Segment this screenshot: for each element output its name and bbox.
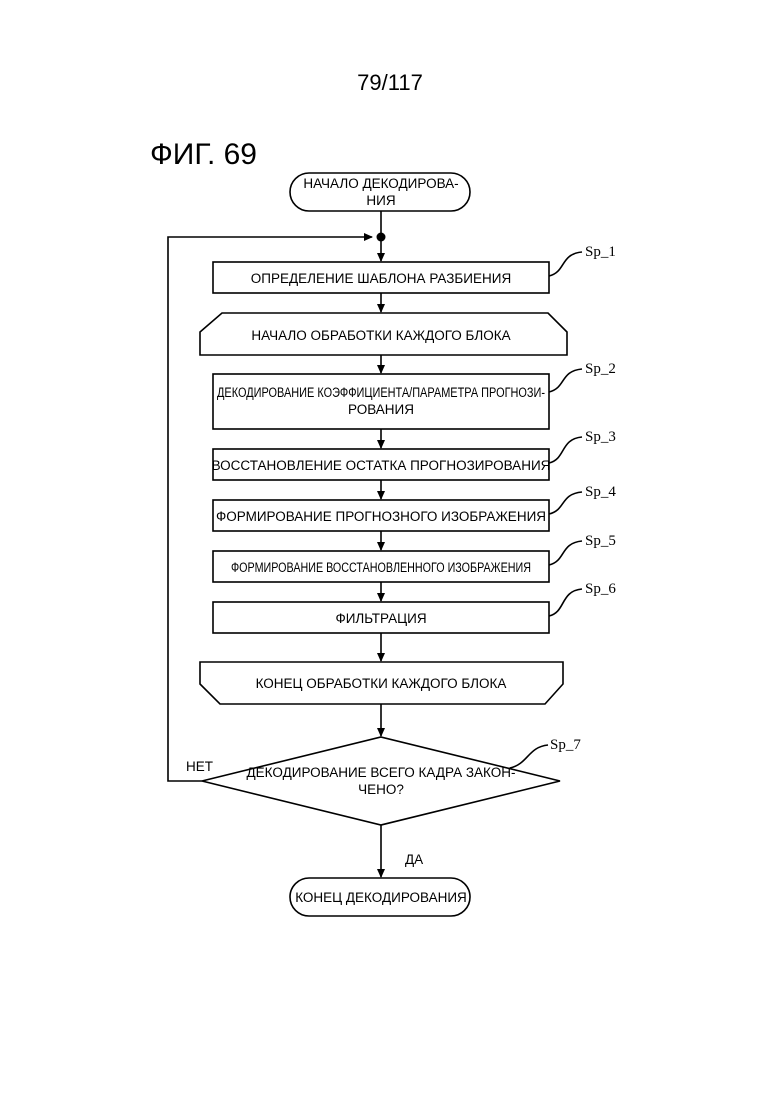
sp2-label-line1: ДЕКОДИРОВАНИЕ КОЭФФИЦИЕНТА/ПАРАМЕТРА ПРО…: [217, 385, 545, 400]
ref-sp2: Sp_2: [585, 361, 616, 377]
sp7-label-line1: ДЕКОДИРОВАНИЕ ВСЕГО КАДРА ЗАКОН-: [247, 765, 516, 780]
decision-diamond: [202, 737, 560, 825]
ref-leader-sp7: [510, 745, 548, 768]
ref-sp7: Sp_7: [550, 737, 581, 753]
sp5-label: ФОРМИРОВАНИЕ ВОССТАНОВЛЕННОГО ИЗОБРАЖЕНИ…: [231, 560, 531, 575]
loop-start-label: НАЧАЛО ОБРАБОТКИ КАЖДОГО БЛОКА: [251, 328, 510, 343]
ref-sp4: Sp_4: [585, 484, 616, 500]
ref-leader-sp4: [549, 492, 582, 514]
ref-leader-sp3: [549, 437, 582, 463]
sp6-label: ФИЛЬТРАЦИЯ: [335, 611, 426, 626]
ref-leader-sp2: [549, 369, 582, 392]
sp1-label: ОПРЕДЕЛЕНИЕ ШАБЛОНА РАЗБИЕНИЯ: [251, 271, 511, 286]
branch-no-label: НЕТ: [186, 759, 213, 774]
branch-yes-label: ДА: [405, 852, 423, 867]
start-label-line2: НИЯ: [366, 193, 395, 208]
end-label: КОНЕЦ ДЕКОДИРОВАНИЯ: [295, 890, 467, 905]
ref-sp1: Sp_1: [585, 244, 616, 260]
sp2-label-line2: РОВАНИЯ: [348, 402, 414, 417]
ref-leader-sp1: [549, 252, 582, 276]
loop-end-label: КОНЕЦ ОБРАБОТКИ КАЖДОГО БЛОКА: [256, 676, 507, 691]
start-label-line1: НАЧАЛО ДЕКОДИРОВА-: [303, 176, 458, 191]
sp4-label: ФОРМИРОВАНИЕ ПРОГНОЗНОГО ИЗОБРАЖЕНИЯ: [216, 509, 546, 524]
ref-leader-sp5: [549, 541, 582, 565]
ref-sp6: Sp_6: [585, 581, 616, 597]
sp3-label: ВОССТАНОВЛЕНИЕ ОСТАТКА ПРОГНОЗИРОВАНИЯ: [212, 458, 551, 473]
ref-sp3: Sp_3: [585, 429, 616, 445]
ref-leader-sp6: [549, 589, 582, 616]
ref-sp5: Sp_5: [585, 533, 616, 549]
sp7-label-line2: ЧЕНО?: [358, 782, 404, 797]
junction-dot: [377, 233, 386, 242]
